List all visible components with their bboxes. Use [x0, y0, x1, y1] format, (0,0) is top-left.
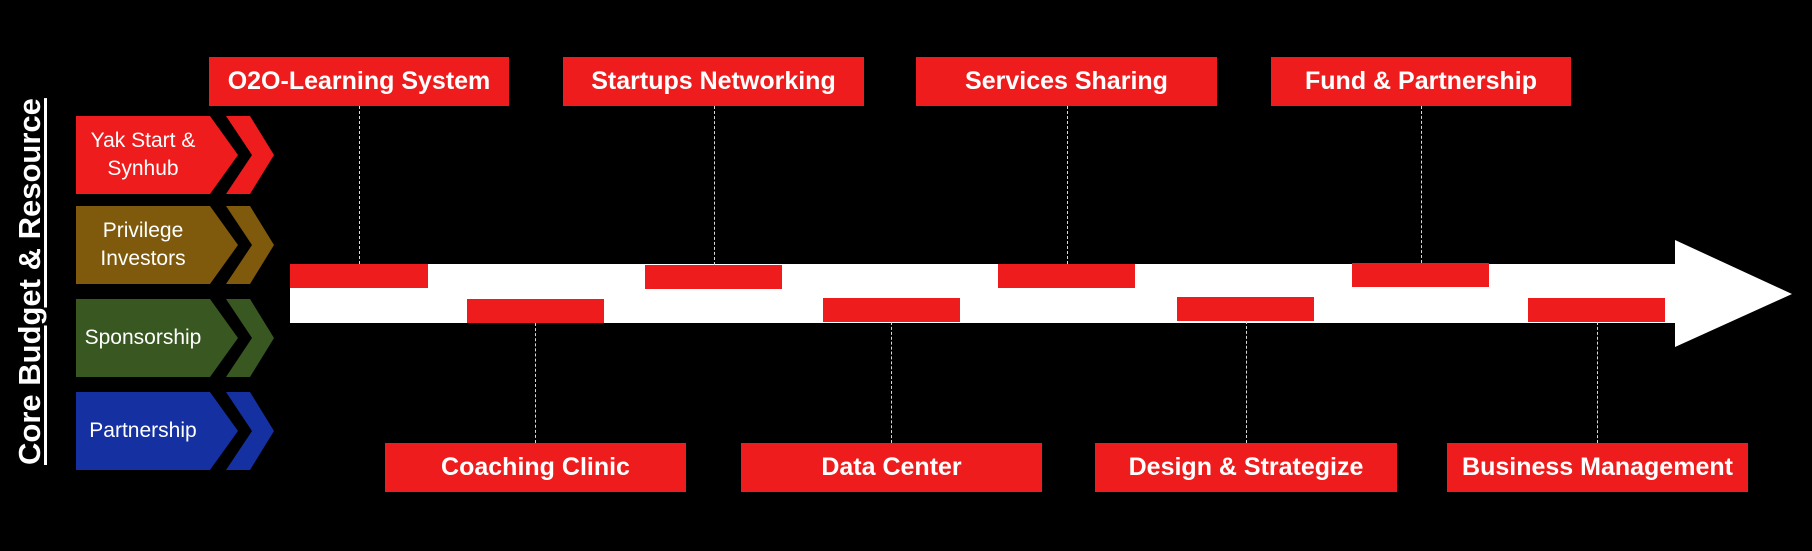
connector-line [535, 323, 536, 443]
chevron-label-privilege-investors: Privilege Investors [100, 219, 186, 270]
timeline-marker [467, 299, 604, 323]
label-design-strategize: Design & Strategize [1095, 443, 1397, 492]
chevron-label-sponsorship: Sponsorship [84, 326, 202, 349]
connector-line [359, 106, 360, 264]
connector-line [714, 106, 715, 265]
timeline-marker [823, 298, 960, 322]
label-business-management: Business Management [1447, 443, 1748, 492]
timeline-marker [998, 264, 1135, 288]
chevron-label-yak-start: Yak Start & Synhub [90, 129, 196, 180]
chevron-label-partnership: Partnership [89, 419, 197, 442]
chevron-4 [76, 392, 274, 470]
connector-line [891, 322, 892, 443]
label-services-sharing: Services Sharing [916, 57, 1217, 106]
timeline-marker [1528, 298, 1665, 322]
timeline-marker [1177, 297, 1314, 321]
connector-line [1421, 106, 1422, 263]
label-coaching-clinic: Coaching Clinic [385, 443, 686, 492]
chevron-3 [76, 299, 274, 377]
chevron-1 [76, 116, 274, 194]
timeline-marker [645, 265, 782, 289]
label-o2o-learning-system: O2O-Learning System [209, 57, 509, 106]
connector-line [1597, 322, 1598, 443]
chevron-2 [76, 206, 274, 284]
connector-line [1067, 106, 1068, 264]
chevron-shapes [76, 116, 274, 470]
label-fund-partnership: Fund & Partnership [1271, 57, 1571, 106]
timeline-marker [290, 264, 428, 288]
connector-line [1246, 321, 1247, 443]
timeline-marker [1352, 263, 1489, 287]
label-startups-networking: Startups Networking [563, 57, 864, 106]
label-data-center: Data Center [741, 443, 1042, 492]
